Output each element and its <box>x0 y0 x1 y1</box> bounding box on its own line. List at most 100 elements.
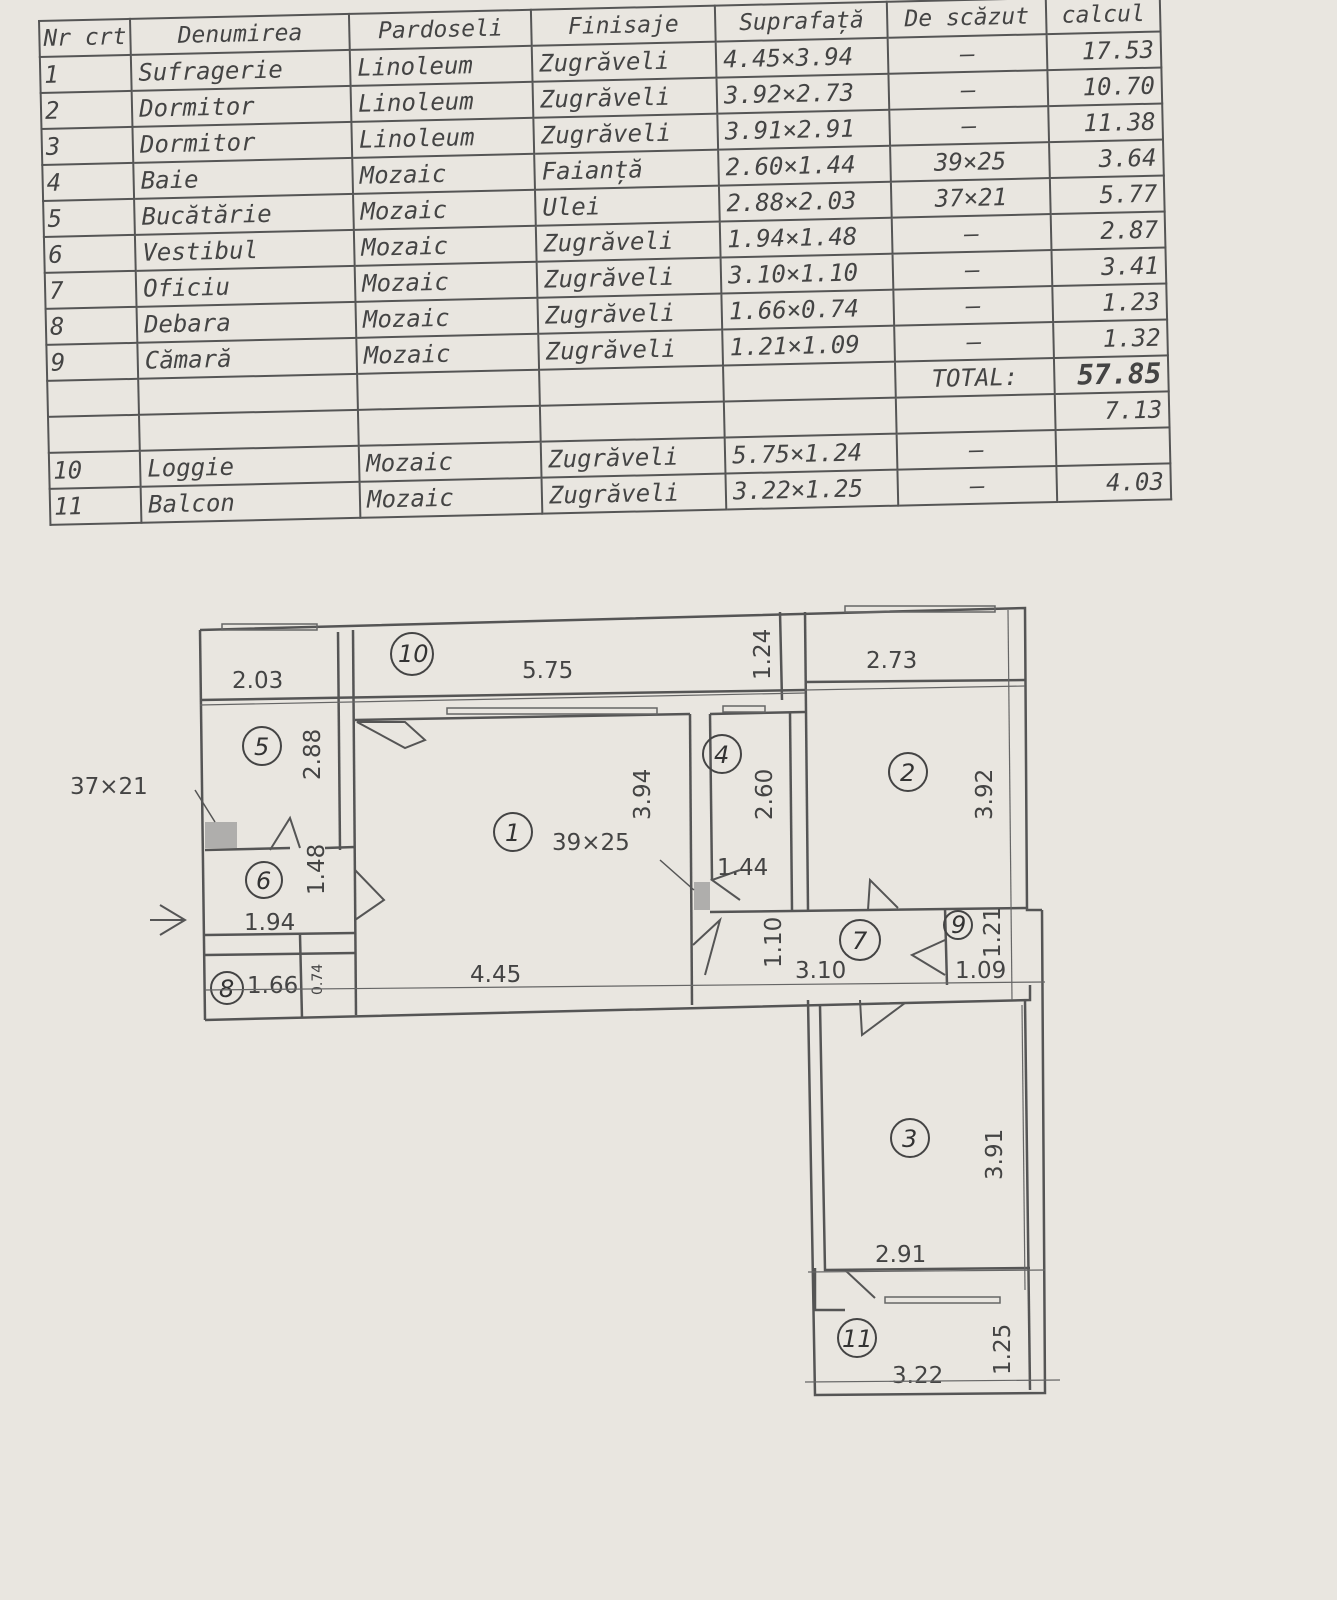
outer-wall-bottom <box>204 985 1032 1022</box>
windows <box>221 605 1001 1304</box>
entrance-arrow-icon <box>150 904 187 936</box>
dim-line-bottom <box>204 981 1046 991</box>
room-marker-3 <box>890 1118 930 1158</box>
dimension-lines <box>199 609 1061 1383</box>
room-id-8: 8 <box>219 975 234 1003</box>
door-bed2 <box>867 877 899 911</box>
dim-vest-h: 1.48 <box>304 844 330 895</box>
dim-closet-w: 1.66 <box>247 973 298 999</box>
room-ids: 10 5 4 2 1 6 7 9 8 3 11 <box>219 640 966 1353</box>
dim-loggia-w: 5.75 <box>522 658 573 684</box>
window-bed3 <box>884 1296 1001 1304</box>
ducts <box>194 789 710 910</box>
wall-bed3-right <box>1023 999 1032 1391</box>
room-marker-6 <box>245 861 283 899</box>
wall-bath-right <box>788 711 794 911</box>
window-kitchen <box>221 623 318 631</box>
room-marker-9 <box>943 910 973 940</box>
door-balcony <box>844 1269 876 1299</box>
dim-pantry-h: 1.21 <box>980 907 1006 958</box>
dim-kitchen-deduct: 37×21 <box>70 774 148 800</box>
dim-kitchen-h: 2.88 <box>300 729 326 780</box>
room-marker-11 <box>837 1318 877 1358</box>
dim-balcony-w: 3.22 <box>892 1363 943 1389</box>
dim-line-loggia <box>199 692 806 706</box>
dim-line-bed3 <box>807 1269 1046 1273</box>
room-id-4: 4 <box>714 741 729 769</box>
dim-bed3-h: 3.91 <box>982 1129 1008 1180</box>
outer-wall-left <box>198 629 207 1021</box>
dim-closet-h: 0.74 <box>310 964 326 995</box>
loggia-inner-wall <box>199 688 806 702</box>
dim-bath-w: 1.44 <box>717 855 768 881</box>
wall-closet-right <box>298 934 304 1019</box>
room-id-1: 1 <box>505 819 520 847</box>
room-marker-10 <box>390 632 434 676</box>
dim-vest-w: 1.94 <box>244 910 295 936</box>
room-marker-8 <box>210 971 244 1005</box>
wall-kitchen-inner <box>336 631 342 851</box>
room-id-6: 6 <box>256 867 271 895</box>
wall-bath-left <box>688 713 694 1006</box>
door-loggia <box>356 721 427 750</box>
dim-bed2-w: 2.73 <box>866 648 917 674</box>
room-marker-4 <box>702 734 742 774</box>
dim-loggia-d: 1.24 <box>750 629 776 680</box>
wall-loggia-right <box>778 611 784 701</box>
dim-pantry-w: 1.09 <box>955 958 1006 984</box>
outer-wall-lower <box>806 909 1047 1397</box>
dim-line-bed3-right <box>1021 1004 1026 1291</box>
door-bath <box>709 869 741 901</box>
dimension-labels: 2.03 5.75 1.24 2.73 2.88 3.94 2.60 3.92 … <box>70 629 1016 1389</box>
door-bed3 <box>859 999 906 1037</box>
room-id-11: 11 <box>842 1325 873 1353</box>
dim-line-balcony <box>804 1379 1061 1383</box>
wall-balcony <box>813 1268 845 1312</box>
room-id-2: 2 <box>900 759 915 787</box>
room-id-3: 3 <box>902 1125 917 1153</box>
room-marker-5 <box>242 726 282 766</box>
dim-bath-deduct: 39×25 <box>552 830 630 856</box>
window-bed2 <box>844 605 996 613</box>
dim-office-w: 3.10 <box>795 958 846 984</box>
dim-line-right <box>1007 609 1013 1001</box>
dim-bed3-w: 2.91 <box>875 1242 926 1268</box>
wall-bed2-left <box>803 611 810 911</box>
window-bath <box>722 705 766 713</box>
door-living <box>692 916 722 976</box>
outer-wall-top <box>199 606 1042 912</box>
walls <box>198 606 1047 1397</box>
leader-kitchen-duct <box>194 789 216 823</box>
room-id-10: 10 <box>398 640 429 668</box>
wall-kitchen-living <box>351 629 358 1016</box>
room-id-9: 9 <box>951 911 966 939</box>
door-vestibule <box>354 869 386 921</box>
room-marker-7 <box>839 919 881 961</box>
wall-vestibule-bottom <box>204 931 356 937</box>
duct-bath <box>694 882 710 910</box>
room-marker-1 <box>493 812 533 852</box>
wall-bed3-inner <box>818 1004 1031 1272</box>
leader-bath-duct <box>659 859 695 891</box>
door-kitchen <box>269 815 301 851</box>
dim-office-h: 1.10 <box>761 917 787 968</box>
wall-living-top <box>354 712 691 722</box>
dim-bath-h: 2.60 <box>752 769 778 820</box>
room-id-7: 7 <box>852 927 868 955</box>
wall-closet-top <box>204 951 356 957</box>
window-living <box>446 707 658 715</box>
door-pantry <box>909 939 946 976</box>
dim-line-bed2 <box>804 685 1026 691</box>
wall-bed2-top <box>804 678 1026 684</box>
doors <box>150 721 946 1299</box>
dim-living-w: 4.45 <box>470 962 521 988</box>
room-marker-2 <box>888 752 928 792</box>
dim-balcony-d: 1.25 <box>990 1324 1016 1375</box>
dim-bed2-h: 3.92 <box>972 769 998 820</box>
duct-kitchen <box>205 822 237 848</box>
dim-kitchen-w: 2.03 <box>232 668 283 694</box>
dim-living-h: 3.94 <box>630 769 656 820</box>
wall-kitchen-bottom <box>204 845 356 852</box>
